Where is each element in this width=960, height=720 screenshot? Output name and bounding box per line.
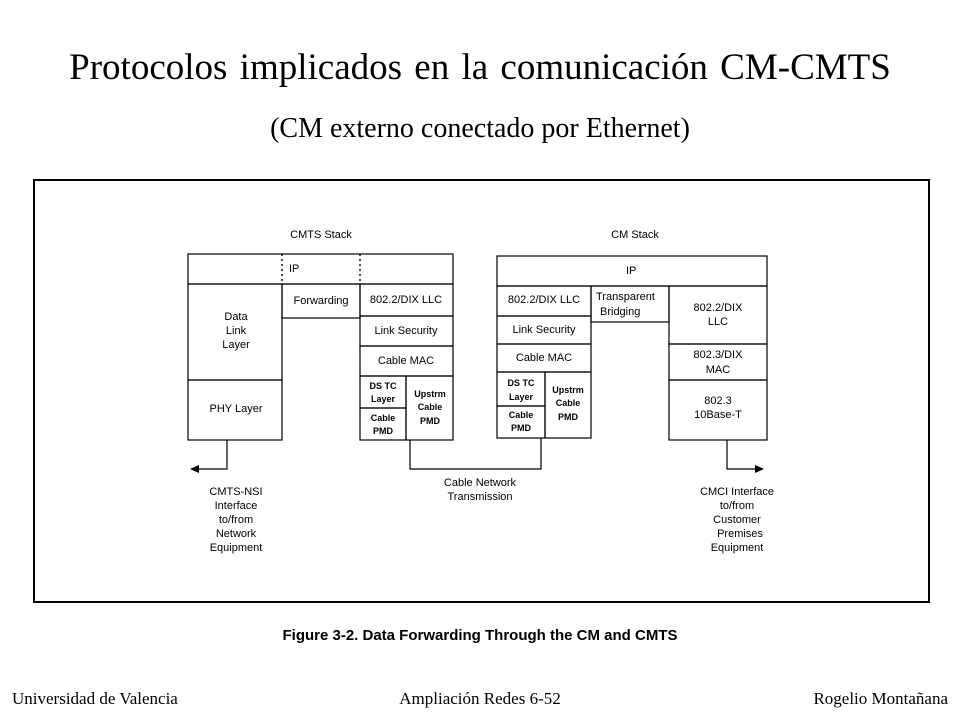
cmts-data-link-label-3: Layer — [222, 339, 250, 351]
cmci-arrow-line — [726, 440, 757, 470]
cmts-nsi-label-1: CMTS-NSI — [209, 486, 262, 498]
cmts-ip-label: IP — [289, 263, 299, 275]
cmts-forwarding-label: Forwarding — [293, 295, 348, 307]
cmci-label-1: CMCI Interface — [700, 486, 774, 498]
cm-link-security-label: Link Security — [513, 324, 576, 336]
cm-upstrm-label-1: Upstrm — [552, 385, 584, 395]
slide-title: Protocolos implicados en la comunicación… — [69, 47, 891, 88]
cable-network-label-1: Cable Network — [444, 477, 517, 489]
cmts-nsi-label-4: Network — [216, 528, 257, 540]
cmci-label-3: Customer — [713, 514, 761, 526]
cmts-phy-box — [187, 379, 283, 441]
cmts-upstrm-label-2: Cable — [418, 402, 443, 412]
cmts-llc-label: 802.2/DIX LLC — [370, 294, 442, 306]
cmci-label-5: Equipment — [711, 542, 764, 554]
cm-cable-mac-label: Cable MAC — [516, 352, 572, 364]
cmci-label-4: Premises — [717, 528, 763, 540]
footer-author: Rogelio Montañana — [813, 689, 948, 708]
cmts-ds-tc-label-2: Layer — [371, 394, 396, 404]
cmts-nsi-arrowhead — [190, 465, 199, 473]
cm-llc-right-box — [668, 285, 768, 345]
cmts-ip-box — [187, 253, 454, 285]
cable-network-label-2: Transmission — [448, 491, 513, 503]
figure-caption: Figure 3-2. Data Forwarding Through the … — [282, 627, 678, 644]
cm-mac-right-label-2: MAC — [706, 364, 731, 376]
cm-bridging-label-1: Transparent — [596, 291, 655, 303]
cmci-arrowhead — [755, 465, 764, 473]
footer-university: Universidad de Valencia — [12, 689, 178, 708]
cmts-cable-pmd-label-1: Cable — [371, 413, 396, 423]
cm-bridging-label-2: Bridging — [600, 306, 640, 318]
cmts-upstrm-label-3: PMD — [420, 416, 441, 426]
cable-network-link — [409, 438, 542, 470]
cmts-phy-label: PHY Layer — [210, 403, 263, 415]
cm-ip-label: IP — [626, 265, 636, 277]
cm-upstrm-label-3: PMD — [558, 412, 579, 422]
cm-phy-right-label-2: 10Base-T — [694, 409, 742, 421]
cmts-cable-pmd-label-2: PMD — [373, 426, 394, 436]
cmci-label-2: to/from — [720, 500, 754, 512]
cm-cable-pmd-label-2: PMD — [511, 423, 532, 433]
cm-ds-tc-label-2: Layer — [509, 392, 534, 402]
cm-upstrm-label-2: Cable — [556, 398, 581, 408]
cmts-nsi-arrow-line — [196, 440, 228, 470]
cm-phy-right-box — [668, 379, 768, 441]
cmts-nsi-label-5: Equipment — [210, 542, 263, 554]
cm-stack-heading: CM Stack — [611, 229, 659, 241]
cmts-data-link-label-1: Data — [224, 311, 248, 323]
cmts-data-link-label-2: Link — [226, 325, 247, 337]
cmts-ds-tc-label-1: DS TC — [370, 381, 398, 391]
cmts-nsi-label-2: Interface — [215, 500, 258, 512]
cm-cable-pmd-label-1: Cable — [509, 410, 534, 420]
cm-phy-right-label-1: 802.3 — [704, 395, 732, 407]
cm-llc-right-label-1: 802.2/DIX — [694, 302, 744, 314]
cm-upstrm-box — [544, 371, 592, 439]
cm-mac-right-label-1: 802.3/DIX — [694, 349, 744, 361]
cmts-cable-mac-label: Cable MAC — [378, 355, 434, 367]
cm-ds-tc-label-1: DS TC — [508, 378, 536, 388]
footer-course: Ampliación Redes 6-52 — [399, 689, 561, 708]
cmts-upstrm-box — [405, 375, 454, 441]
slide-subtitle: (CM externo conectado por Ethernet) — [270, 113, 690, 144]
cmts-link-security-label: Link Security — [375, 325, 438, 337]
diagram-frame — [33, 179, 930, 603]
cm-llc-label: 802.2/DIX LLC — [508, 294, 580, 306]
cmts-nsi-label-3: to/from — [219, 514, 253, 526]
cm-llc-right-label-2: LLC — [708, 316, 728, 328]
cmts-upstrm-label-1: Upstrm — [414, 389, 446, 399]
cmts-stack-heading: CMTS Stack — [290, 229, 352, 241]
